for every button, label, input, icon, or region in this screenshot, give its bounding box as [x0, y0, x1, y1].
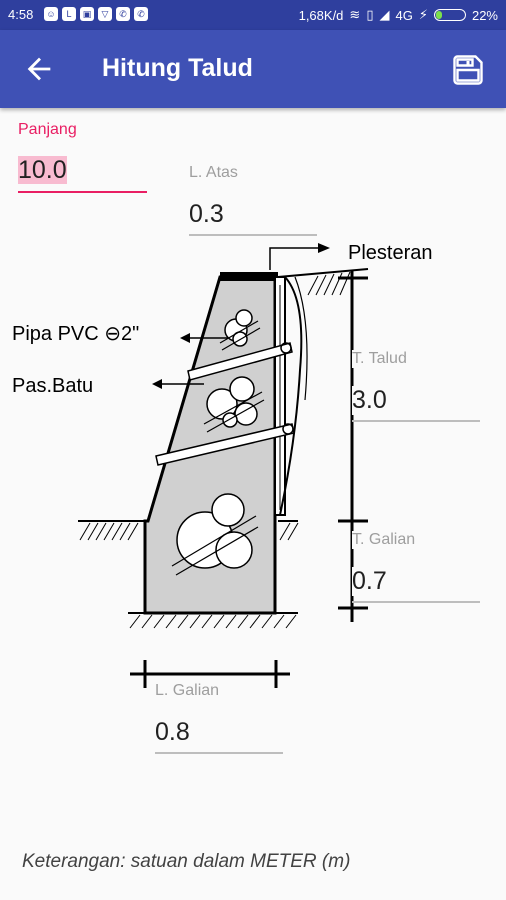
page-title: Hitung Talud — [102, 54, 253, 82]
status-right: 1,68K/d ≋ ▯ ◢ 4G ⚡ 22% — [299, 7, 498, 23]
battery-percent: 22% — [471, 7, 498, 23]
l-galian-input[interactable]: 0.8 — [155, 718, 190, 746]
app-bar: Hitung Talud — [0, 30, 506, 108]
backfill-line — [279, 276, 303, 516]
gallery-icon: ▣ — [80, 7, 94, 21]
t-talud-label: T. Talud — [352, 350, 407, 368]
ground-hatch-right — [279, 522, 299, 541]
vibrate-icon: ▯ — [366, 7, 374, 22]
t-talud-input[interactable]: 3.0 — [352, 386, 387, 415]
status-time: 4:58 — [8, 7, 34, 22]
panjang-input[interactable]: 10.0 — [18, 156, 67, 185]
panjang-label: Panjang — [18, 121, 77, 138]
whatsapp-icon: ✆ — [116, 7, 130, 21]
battery-level — [435, 11, 442, 19]
l-atas-input[interactable]: 0.3 — [189, 200, 224, 228]
t-talud-underline — [352, 420, 480, 422]
plesteran-arrowhead — [318, 243, 330, 253]
network-type: 4G — [395, 7, 413, 23]
network-speed: 1,68K/d — [298, 7, 344, 23]
l-atas-label: L. Atas — [189, 164, 238, 181]
ground-hatch-left — [79, 522, 139, 541]
pvc-pipes — [155, 342, 295, 466]
wall-cap — [220, 272, 278, 281]
battery-icon — [433, 9, 466, 21]
whatsapp-icon: ✆ — [134, 7, 148, 21]
pasbatu-label: Pas.Batu — [12, 375, 93, 397]
ground-hatch-top — [307, 271, 351, 296]
stone-hatch — [171, 320, 265, 576]
plesteran-arrow — [269, 247, 318, 270]
line-icon: L — [62, 7, 76, 21]
signal-icon: ◢ — [379, 7, 390, 22]
l-galian-underline — [155, 752, 283, 754]
wifi-icon: ≋ — [349, 7, 361, 22]
messenger-icon: ☺ — [44, 7, 58, 21]
t-galian-input[interactable]: 0.7 — [352, 567, 387, 596]
unit-note: Keterangan: satuan dalam METER (m) — [22, 851, 351, 872]
l-atas-underline — [189, 234, 317, 236]
panjang-value: 10.0 — [18, 156, 67, 184]
plesteran-label: Plesteran — [348, 242, 433, 264]
pipa-arrowhead — [180, 333, 190, 343]
panjang-underline — [18, 191, 147, 193]
l-galian-label: L. Galian — [155, 682, 220, 699]
notification-icons: ☺ L ▣ ▽ ✆ ✆ — [44, 7, 148, 21]
stones — [176, 309, 258, 569]
save-icon[interactable] — [450, 52, 486, 88]
ground-top — [277, 268, 369, 278]
arrow-back-icon[interactable] — [22, 52, 56, 86]
talud-diagram: Plesteran Pipa PVC ⊖2" Pas.Batu — [12, 242, 433, 688]
t-galian-label: T. Galian — [352, 531, 416, 549]
pasbatu-arrowhead — [152, 379, 162, 389]
pipa-label: Pipa PVC ⊖2" — [12, 323, 139, 345]
vpn-icon: ▽ — [98, 7, 112, 21]
status-bar: 4:58 ☺ L ▣ ▽ ✆ ✆ 1,68K/d ≋ ▯ ◢ 4G ⚡ 22% — [0, 0, 506, 30]
charging-icon: ⚡ — [418, 7, 428, 22]
ground-hatch-base — [129, 614, 297, 629]
backfill-line-2 — [294, 276, 308, 401]
t-galian-underline — [352, 601, 480, 603]
